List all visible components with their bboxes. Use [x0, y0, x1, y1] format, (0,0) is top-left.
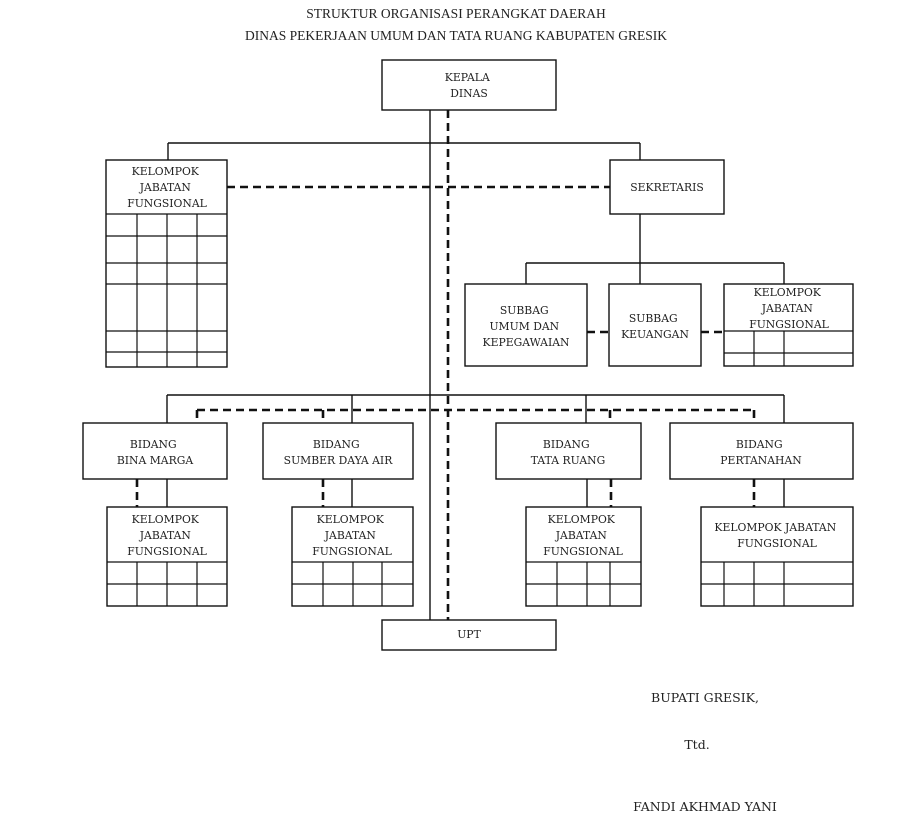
- position-grid: [701, 561, 853, 606]
- position-grid: [526, 561, 641, 606]
- box-frame: [609, 159, 725, 215]
- box-frame: [381, 59, 557, 111]
- signature-name: FANDI AKHMAD YANI: [633, 799, 777, 814]
- box-bidang-pertanahan: BIDANG PERTANAHAN: [669, 422, 854, 480]
- box-label: BIDANG TATA RUANG: [531, 438, 605, 467]
- box-frame: [525, 506, 642, 607]
- position-grid: [106, 213, 227, 367]
- signature-office: BUPATI GRESIK,: [651, 690, 759, 705]
- box-upt: UPT: [381, 619, 557, 651]
- box-bidang-bina-marga: BIDANG BINA MARGA: [82, 422, 228, 480]
- box-kjf-sumber-daya-air: KELOMPOK JABATAN FUNGSIONAL: [291, 506, 414, 607]
- box-label: SUBBAG UMUM DAN KEPEGAWAIAN: [483, 304, 570, 349]
- box-kjf-tata-ruang: KELOMPOK JABATAN FUNGSIONAL: [525, 506, 642, 607]
- title-line-2: DINAS PEKERJAAN UMUM DAN TATA RUANG KABU…: [245, 28, 667, 43]
- box-kjf-sekretariat: KELOMPOK JABATAN FUNGSIONAL: [723, 283, 854, 367]
- box-sekretaris: SEKRETARIS: [609, 159, 725, 215]
- box-label: KELOMPOK JABATAN FUNGSIONAL: [127, 165, 207, 210]
- box-bidang-tata-ruang: BIDANG TATA RUANG: [495, 422, 642, 480]
- signature-signed: Ttd.: [684, 737, 709, 752]
- box-label: KELOMPOK JABATAN FUNGSIONAL: [714, 521, 839, 550]
- position-grid: [724, 330, 853, 366]
- box-subbag-keuangan: SUBBAG KEUANGAN: [608, 283, 702, 367]
- box-frame: [82, 422, 228, 480]
- title-line-1: STRUKTUR ORGANISASI PERANGKAT DAERAH: [306, 6, 606, 21]
- box-frame: [608, 283, 702, 367]
- box-label: UPT: [457, 628, 481, 641]
- box-kepala-dinas: KEPALA DINAS: [381, 59, 557, 111]
- dashed-connectors: [135, 110, 756, 620]
- box-kjf-bina-marga: KELOMPOK JABATAN FUNGSIONAL: [106, 506, 228, 607]
- box-label: KELOMPOK JABATAN FUNGSIONAL: [127, 513, 207, 558]
- box-label: KELOMPOK JABATAN FUNGSIONAL: [749, 286, 829, 331]
- box-label: BIDANG PERTANAHAN: [720, 438, 801, 467]
- box-frame: [700, 506, 854, 607]
- box-label: SEKRETARIS: [630, 181, 704, 194]
- box-kjf-pertanahan: KELOMPOK JABATAN FUNGSIONAL: [700, 506, 854, 607]
- box-label: KEPALA DINAS: [445, 71, 493, 100]
- box-frame: [495, 422, 642, 480]
- box-frame: [262, 422, 414, 480]
- box-frame: [723, 283, 854, 367]
- box-kjf-top-left: KELOMPOK JABATAN FUNGSIONAL: [105, 159, 228, 368]
- box-frame: [381, 619, 557, 651]
- box-label: BIDANG BINA MARGA: [117, 438, 193, 467]
- box-label: KELOMPOK JABATAN FUNGSIONAL: [543, 513, 623, 558]
- position-grid: [292, 561, 413, 606]
- box-frame: [464, 283, 588, 367]
- box-label: BIDANG SUMBER DAYA AIR: [284, 438, 394, 467]
- box-label: SUBBAG KEUANGAN: [621, 312, 689, 341]
- box-label: KELOMPOK JABATAN FUNGSIONAL: [312, 513, 392, 558]
- box-frame: [669, 422, 854, 480]
- solid-connectors: [166, 110, 785, 620]
- box-subbag-umum-kepegawaian: SUBBAG UMUM DAN KEPEGAWAIAN: [464, 283, 588, 367]
- position-grid: [107, 561, 227, 606]
- box-bidang-sumber-daya-air: BIDANG SUMBER DAYA AIR: [262, 422, 414, 480]
- signature-block: BUPATI GRESIK, Ttd. FANDI AKHMAD YANI: [633, 690, 777, 814]
